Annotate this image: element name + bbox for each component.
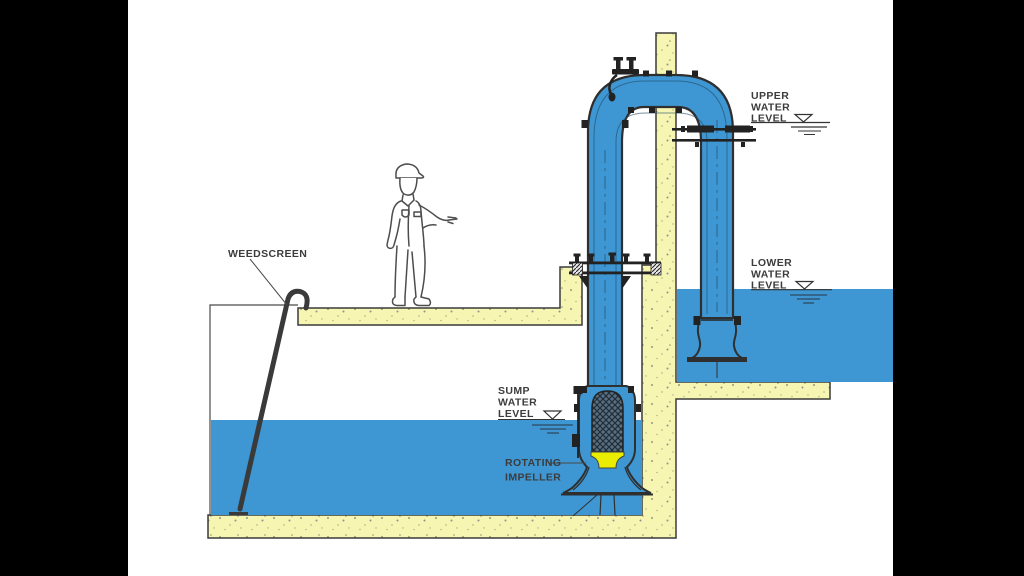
svg-text:ROTATING: ROTATING	[505, 457, 561, 469]
sump-level-ripples	[532, 424, 573, 434]
bell-base-plate	[687, 357, 747, 362]
letterbox-left	[0, 0, 128, 576]
upper-water-level-label: UPPER WATER LEVEL	[751, 90, 790, 125]
rotating-impeller	[590, 451, 625, 469]
upper-water-level-symbol	[751, 113, 830, 135]
pump-flange-bolts	[574, 386, 641, 412]
weedscreen-leader	[249, 258, 288, 306]
svg-text:LEVEL: LEVEL	[498, 408, 534, 420]
hard-hat	[395, 163, 425, 179]
pipe-centerlines	[604, 120, 718, 380]
air-valve	[608, 57, 639, 102]
sump-water	[211, 420, 642, 515]
svg-text:WATER: WATER	[751, 102, 790, 114]
lower-level-ripples	[790, 294, 827, 304]
worker-figure	[386, 163, 458, 307]
svg-text:LOWER: LOWER	[751, 257, 792, 269]
rotating-impeller-label: ROTATING IMPELLER	[505, 457, 561, 484]
lower-water-level-symbol	[794, 280, 815, 290]
pipe-flange-tabs	[581, 70, 741, 325]
svg-text:IMPELLER: IMPELLER	[505, 472, 561, 484]
upper-pipe-support	[672, 125, 756, 147]
sump-water-level-symbol	[542, 410, 563, 420]
head	[399, 177, 418, 196]
svg-text:LEVEL: LEVEL	[751, 280, 787, 292]
floor-seal-assembly	[569, 252, 662, 289]
lower-water-level-label: LOWER WATER LEVEL	[751, 257, 792, 292]
weedscreen-label: WEEDSCREEN	[228, 248, 307, 260]
suction-bell-details	[561, 466, 653, 517]
svg-text:WATER: WATER	[498, 397, 537, 409]
pump-motor	[591, 390, 624, 453]
sump-water-level-label: SUMP WATER LEVEL	[498, 385, 537, 420]
concrete-wall-and-floors	[207, 32, 831, 539]
letterbox-right	[893, 0, 1024, 576]
svg-text:SUMP: SUMP	[498, 385, 530, 397]
weedscreen	[229, 288, 310, 515]
svg-text:WATER: WATER	[751, 269, 790, 281]
svg-text:LEVEL: LEVEL	[751, 113, 787, 125]
sump-outline	[209, 304, 298, 516]
svg-text:UPPER: UPPER	[751, 90, 789, 102]
pump-guide-bracket	[572, 386, 583, 458]
